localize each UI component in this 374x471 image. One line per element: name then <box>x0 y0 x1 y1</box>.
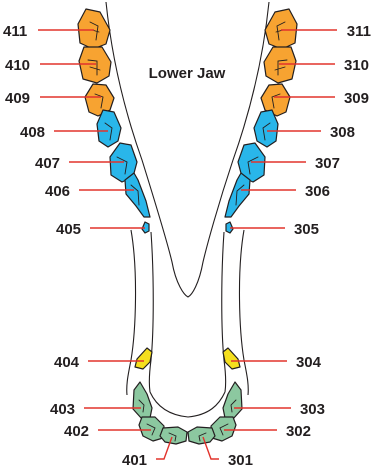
incisor-401-crown <box>160 427 187 444</box>
premolar-408-crown <box>97 110 121 147</box>
label-309: 309 <box>344 90 369 107</box>
label-407: 407 <box>35 155 60 172</box>
label-401: 401 <box>122 452 147 469</box>
label-402: 402 <box>64 423 89 440</box>
molar-411 <box>78 9 110 49</box>
jaw-outer-left <box>127 230 136 395</box>
incisor-402-crown <box>139 417 164 441</box>
premolar-306-crown <box>225 173 250 217</box>
incisor-301-crown <box>188 427 215 444</box>
incisor-302-crown <box>211 417 236 441</box>
label-306: 306 <box>305 183 330 200</box>
leader-lines <box>38 30 337 459</box>
incisor-301 <box>188 427 215 444</box>
molar-310-crown <box>264 47 296 83</box>
incisor-401 <box>160 427 187 444</box>
incisor-302 <box>211 417 236 441</box>
label-410: 410 <box>5 57 30 74</box>
jaw-inner-right <box>222 232 226 392</box>
label-408: 408 <box>20 124 45 141</box>
label-409: 409 <box>5 90 30 107</box>
molar-410 <box>79 47 111 83</box>
label-311: 311 <box>347 23 371 40</box>
molar-311 <box>265 9 297 49</box>
label-305: 305 <box>294 221 319 238</box>
label-304: 304 <box>296 354 322 371</box>
label-310: 310 <box>344 57 369 74</box>
label-308: 308 <box>330 124 355 141</box>
premolar-306 <box>225 173 250 217</box>
label-302: 302 <box>286 423 311 440</box>
premolar-308-crown <box>254 110 278 147</box>
premolar-408 <box>97 110 121 147</box>
label-303: 303 <box>300 401 325 418</box>
molar-311-crown <box>265 9 297 49</box>
label-307: 307 <box>315 155 340 172</box>
premolar-406 <box>125 173 150 217</box>
incisor-402 <box>139 417 164 441</box>
jaw-outer-right <box>239 230 248 395</box>
jaw-inner-left <box>149 232 153 392</box>
molar-310 <box>264 47 296 83</box>
molar-411-crown <box>78 9 110 49</box>
label-301: 301 <box>228 452 253 469</box>
label-411: 411 <box>3 23 27 40</box>
label-406: 406 <box>45 183 70 200</box>
canine-404 <box>135 348 152 369</box>
label-405: 405 <box>56 221 81 238</box>
molar-410-crown <box>79 47 111 83</box>
diagram-title: Lower Jaw <box>149 65 226 82</box>
premolar-406-crown <box>125 173 150 217</box>
premolar-308 <box>254 110 278 147</box>
label-403: 403 <box>50 401 75 418</box>
canine-304 <box>223 348 240 369</box>
jaw-symphysis <box>150 392 225 417</box>
label-404: 404 <box>54 354 80 371</box>
